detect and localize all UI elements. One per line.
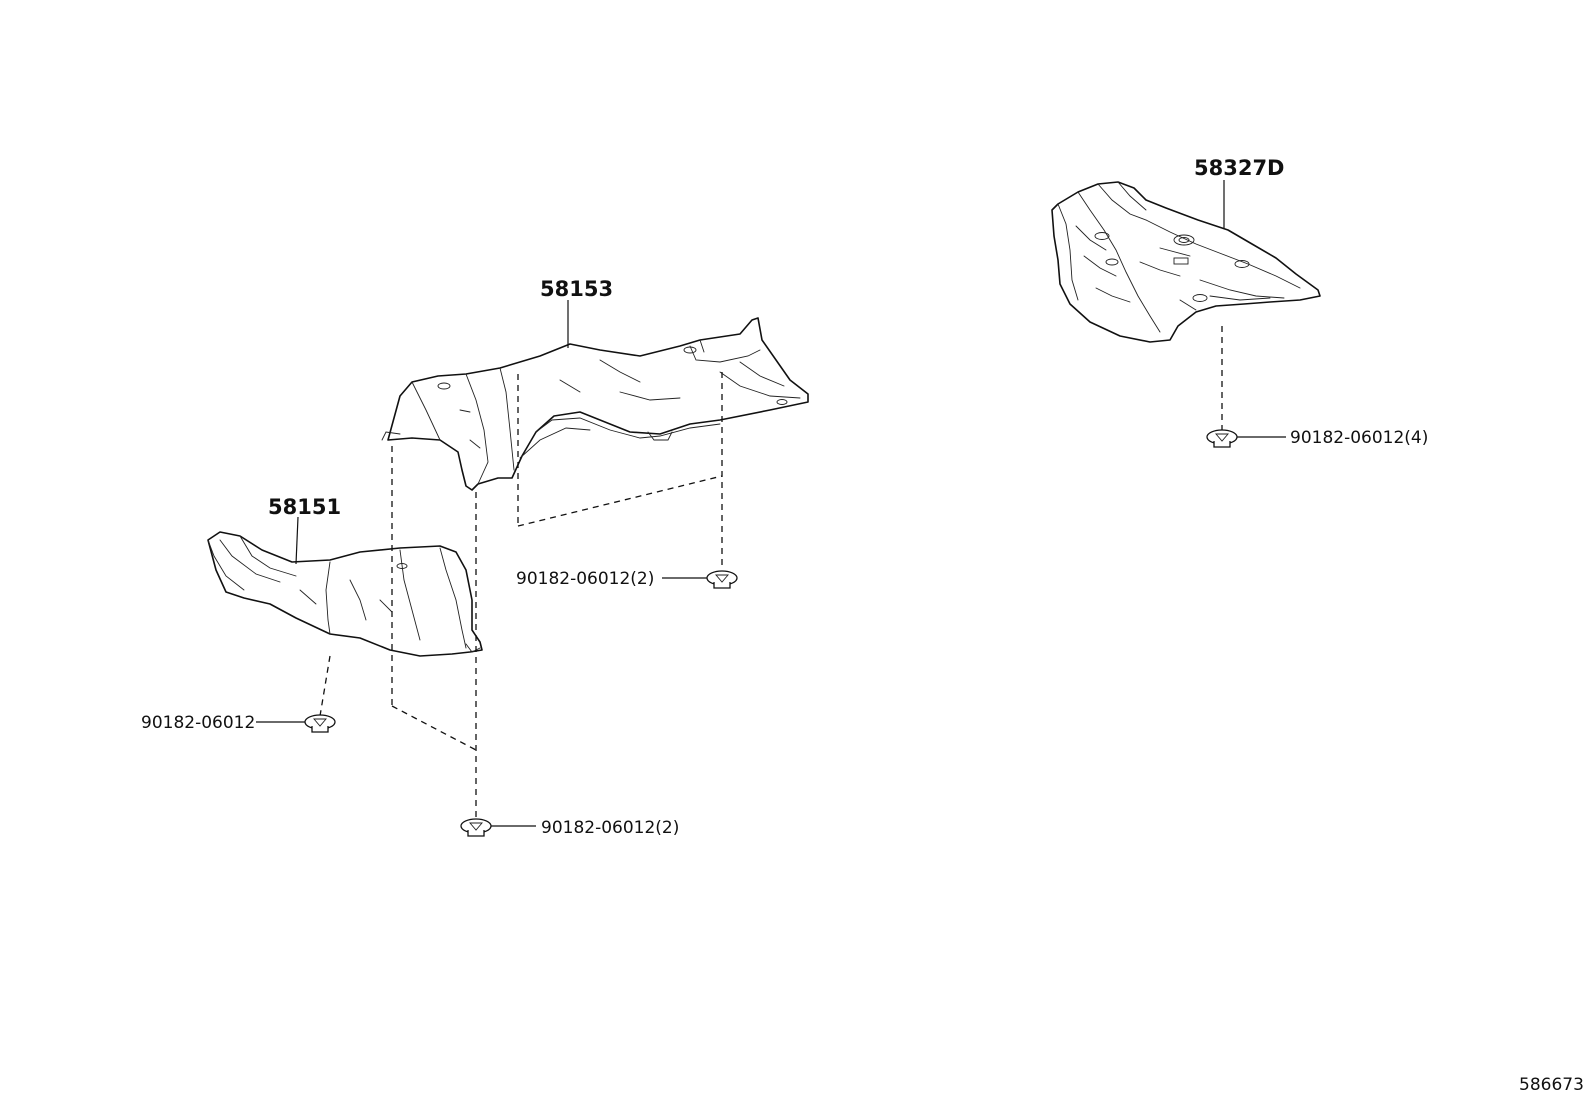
fastener-label-right: 90182-06012(4) [1290,428,1428,448]
fastener-nut-right [1206,429,1286,448]
part-58327d-outline [1051,181,1321,343]
fastener-nut-left [256,714,336,733]
figure-number: 586673 [1519,1075,1584,1095]
part-58151 [207,531,483,657]
part-label-58153: 58153 [540,277,613,301]
part-58151-outline [207,531,483,657]
part-label-58327d: 58327D [1194,156,1285,180]
leader-58151 [295,516,299,565]
fastener-label-left: 90182-06012 [141,713,255,733]
assembly-lines [319,326,1223,818]
fastener-nut-right-center [662,570,738,589]
part-58327d [1051,181,1321,343]
part-58153 [381,317,809,491]
fastener-label-bottom: 90182-06012(2) [541,818,679,838]
fastener-nut-bottom [460,818,536,837]
part-58153-outline [387,317,809,491]
fastener-label-right-center: 90182-06012(2) [516,569,654,589]
part-label-58151: 58151 [268,495,341,519]
